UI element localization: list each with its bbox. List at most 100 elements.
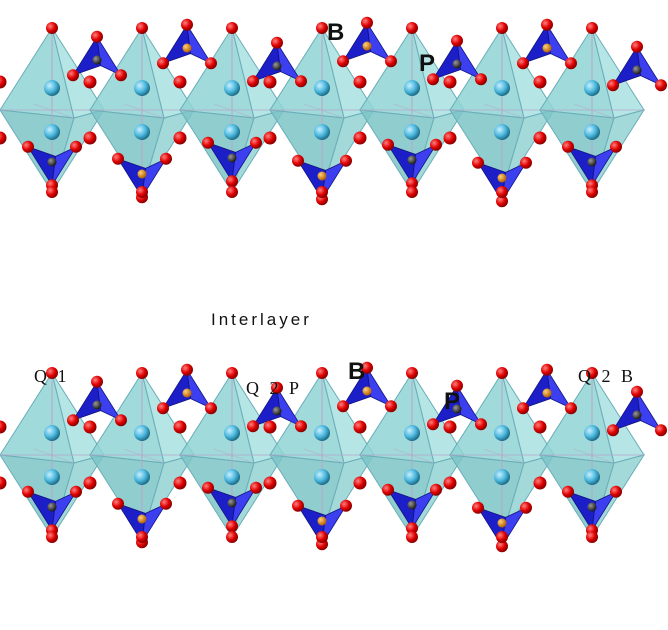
oxygen-atom [520,501,532,514]
oxygen-atom [451,379,463,392]
oxygen-atom [70,485,82,498]
oxygen-atom [136,367,148,379]
metal-atom [404,124,420,140]
oxygen-atom [136,22,148,34]
oxygen-atom [226,22,238,34]
boron-atom [317,171,327,181]
oxygen-atom [292,154,304,167]
oxygen-atom [520,156,532,169]
oxygen-atom [83,131,97,145]
oxygen-atom [181,18,193,31]
oxygen-atom [427,418,439,431]
tetrahedron-face [591,490,618,531]
boron-atom [182,388,192,398]
oxygen-atom [517,57,529,70]
oxygen-atom [46,186,58,198]
oxygen-atom [475,418,487,431]
phosphorus-atom [227,498,237,508]
oxygen-atom [316,186,328,198]
oxygen-atom [607,79,619,92]
oxygen-atom [385,400,397,413]
oxygen-atom [157,57,169,70]
oxygen-atom [382,138,394,151]
oxygen-atom [496,186,508,198]
oxygen-atom [46,531,58,543]
oxygen-atom [631,40,643,53]
tetrahedron-face [96,36,123,77]
oxygen-atom [541,363,553,376]
boron-atom [317,516,327,526]
oxygen-atom [112,497,124,510]
oxygen-atom [565,402,577,415]
oxygen-atom [382,483,394,496]
oxygen-atom [115,69,127,82]
oxygen-atom [430,138,442,151]
boron-atom [137,514,147,524]
oxygen-atom [112,152,124,165]
oxygen-atom [295,420,307,433]
tetrahedron-face [411,488,438,529]
oxygen-atom [250,136,262,149]
oxygen-atom [496,531,508,543]
oxygen-atom [263,131,277,145]
oxygen-atom [226,520,238,533]
oxygen-atom [173,420,187,434]
tetrahedron-face [546,369,573,410]
atoms-group [0,361,667,553]
tetrahedron-face [456,40,483,81]
oxygen-atom [533,75,547,89]
oxygen-atom [631,385,643,398]
metal-atom [224,425,240,441]
phosphorus-atom [272,61,282,71]
top-layer [0,16,667,208]
metal-atom [44,80,60,96]
octahedron-axis [393,103,435,119]
oxygen-atom [607,424,619,437]
tetrahedron-face [411,143,438,184]
octahedron-axis [303,448,345,464]
oxygen-atom [0,476,7,490]
oxygen-atom [353,131,367,145]
oxygen-atom [173,131,187,145]
boron-atom [182,43,192,53]
oxygen-atom [136,186,148,198]
oxygen-atom [541,18,553,31]
interlayer-label: Interlayer [211,310,312,329]
oxygen-atom [406,367,418,379]
tetrahedron-face [366,367,393,408]
metal-atom [584,80,600,96]
phosphorus-atom [632,65,642,75]
tetrahedron-face [276,387,303,428]
oxygen-atom [292,499,304,512]
octahedron-axis [393,448,435,464]
tetrahedron-face [321,504,348,545]
tetrahedra-group [27,21,663,203]
oxygen-atom [340,154,352,167]
oxygen-atom [46,22,58,34]
oxygen-atom [202,481,214,494]
oxygen-atom [430,483,442,496]
oxygen-atom [83,75,97,89]
oxygen-atom [406,531,418,543]
oxygen-atom [83,476,97,490]
label-q1: Q 1 [34,366,70,386]
octahedron-axis [483,448,525,464]
oxygen-atom [316,22,328,34]
phosphorus-atom [407,500,417,510]
oxygen-atom [263,476,277,490]
oxygen-atom [247,420,259,433]
oxygen-atom [160,152,172,165]
oxygen-atom [406,22,418,34]
tetrahedron-face [231,141,258,182]
bottom-layer [0,361,667,553]
metal-atom [404,425,420,441]
metal-atom [494,469,510,485]
oxygen-atom [316,367,328,379]
oxygen-atom [0,131,7,145]
oxygen-atom [451,34,463,47]
oxygen-atom [385,55,397,68]
oxygen-atom [316,531,328,543]
oxygen-atom [406,186,418,198]
oxygen-atom [610,140,622,153]
